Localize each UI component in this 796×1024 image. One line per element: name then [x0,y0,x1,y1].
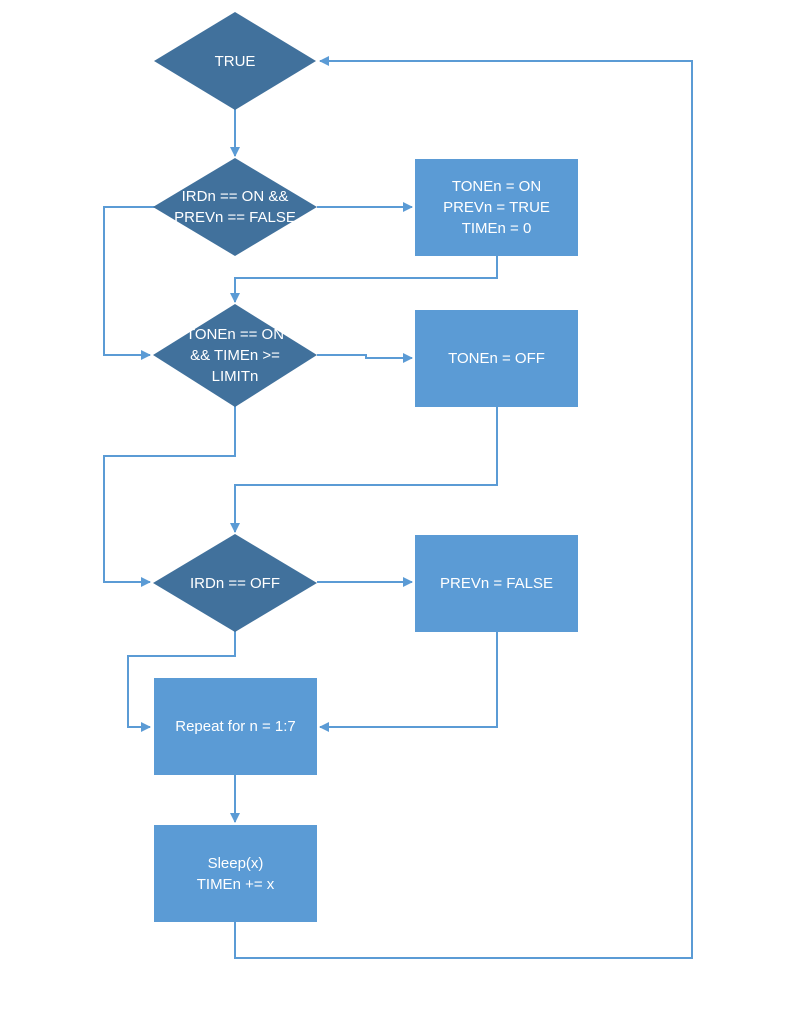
action-prev-false-label: PREVn = FALSE [440,575,553,592]
diamond-shape [154,12,316,110]
decision-ir-off: IRDn == OFF [153,534,317,632]
edge-tone-limit-yes [317,353,413,363]
diamond-shape [153,304,317,407]
action-prev-false: PREVn = FALSE [415,535,578,632]
start-diamond: TRUE [154,12,316,110]
start-label: TRUE [214,52,256,70]
edge-prev-false-to-repeat [319,631,498,732]
edge-tone-off-to-ir-off [230,406,498,533]
edge-tone-limit-no [103,406,236,587]
action-tone-off: TONEn = OFF [415,310,578,407]
decision-ir-off-label: IRDn == OFF [189,574,281,592]
edge-ir-on-no [103,206,155,360]
diamond-shape [153,158,317,256]
decision-tone-limit-label: TONEn == ON && TIMEn >= LIMITn [185,326,285,385]
edge-sleep-loop [234,56,693,959]
repeat-label: Repeat for n = 1:7 [175,718,296,735]
decision-tone-limit: TONEn == ON && TIMEn >= LIMITn [153,304,317,407]
edge-tone-on-to-tone-limit [230,256,498,303]
action-tone-on: TONEn = ON PREVn = TRUE TIMEn = 0 [415,159,578,256]
action-tone-on-label: TONEn = ON PREVn = TRUE TIMEn = 0 [443,178,550,237]
decision-ir-on: IRDn == ON && PREVn == FALSE [153,158,317,256]
sleep-box: Sleep(x) TIMEn += x [154,825,317,922]
repeat-box: Repeat for n = 1:7 [154,678,317,775]
diamond-shape [153,534,317,632]
action-tone-off-label: TONEn = OFF [448,350,545,367]
sleep-label: Sleep(x) TIMEn += x [196,854,275,893]
edge-ir-off-no [127,630,236,732]
decision-ir-on-label: IRDn == ON && PREVn == FALSE [174,188,296,226]
